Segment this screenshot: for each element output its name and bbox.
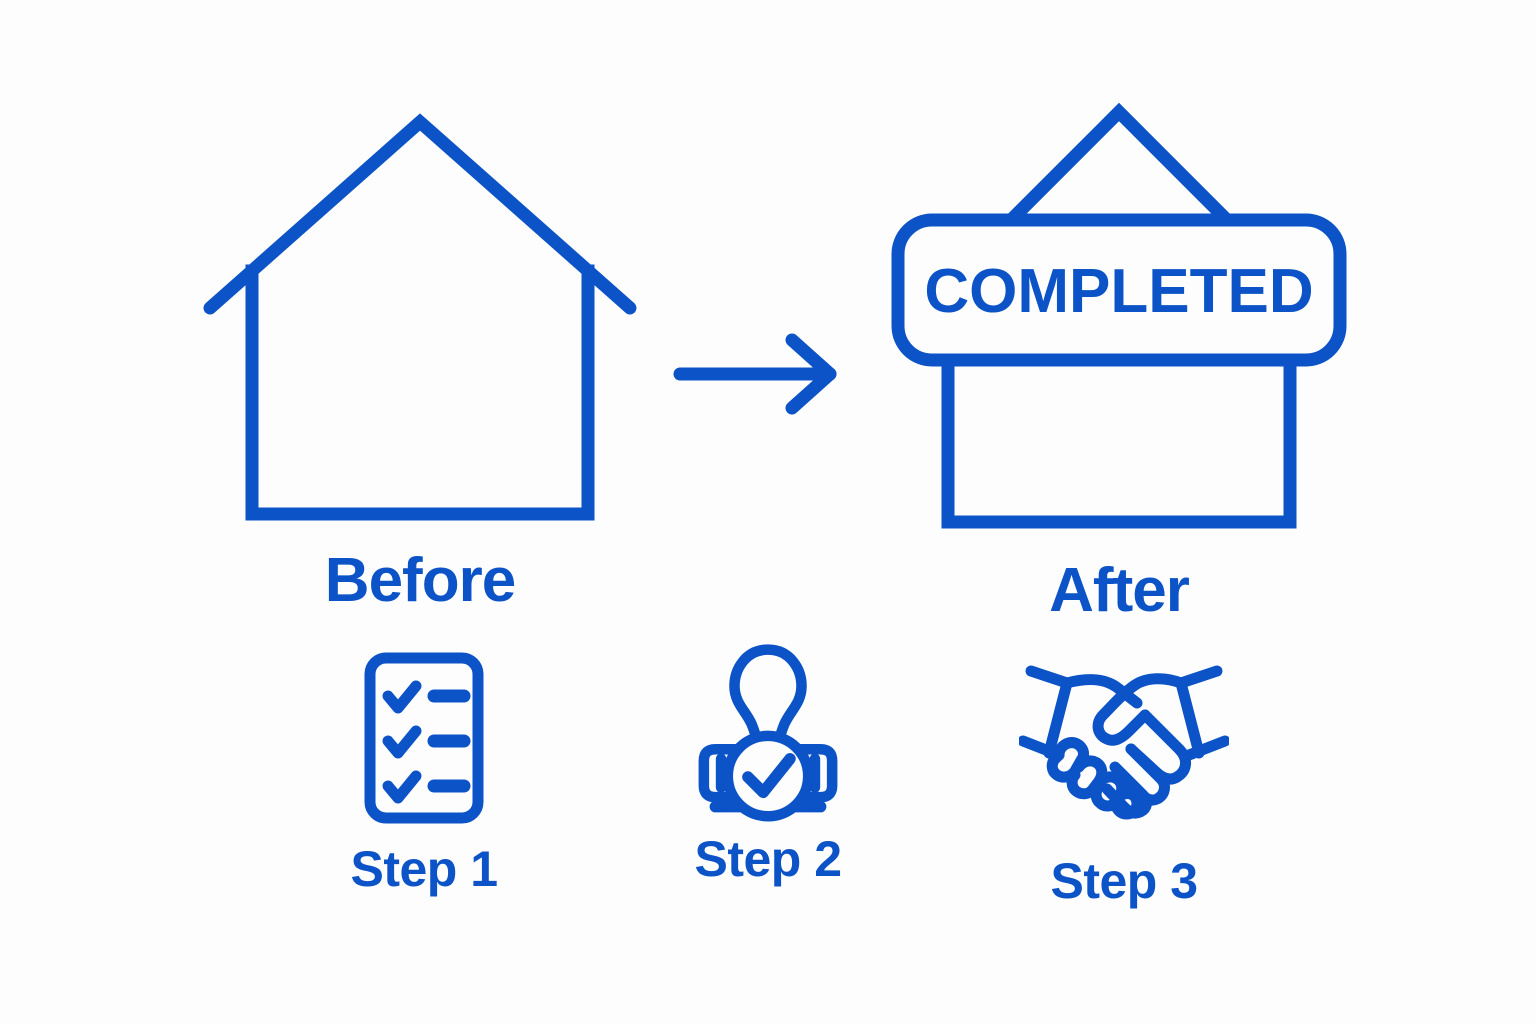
step-label-1: Step 1 (350, 841, 498, 897)
steps-row: Step 1 (0, 640, 1536, 940)
after-panel: COMPLETED After (888, 100, 1350, 622)
checklist-icon (364, 652, 484, 824)
completed-sign-frame (891, 213, 1347, 367)
before-label: Before (324, 546, 516, 615)
before-panel: Before (178, 108, 662, 612)
step-item-3: Step 3 (1000, 650, 1248, 906)
sign-backdrop (898, 220, 1340, 360)
step-item-2: Step 2 (648, 642, 888, 884)
house-outline-icon (203, 113, 637, 521)
step-item-1: Step 1 (300, 648, 548, 894)
after-label: After (1049, 556, 1190, 625)
stamp-disc (722, 730, 814, 822)
step-label-2: Step 2 (694, 831, 842, 887)
arrow-right-icon (673, 333, 837, 415)
completed-sign-text: COMPLETED (924, 257, 1313, 326)
house-with-sign-icon: COMPLETED (891, 102, 1347, 529)
transition-arrow (672, 328, 844, 420)
before-after-row: Before (178, 100, 1350, 622)
check-icon (742, 753, 796, 799)
step-label-3: Step 3 (1050, 853, 1198, 909)
handshake-icon (1019, 665, 1229, 820)
approval-stamp-icon (698, 644, 838, 822)
